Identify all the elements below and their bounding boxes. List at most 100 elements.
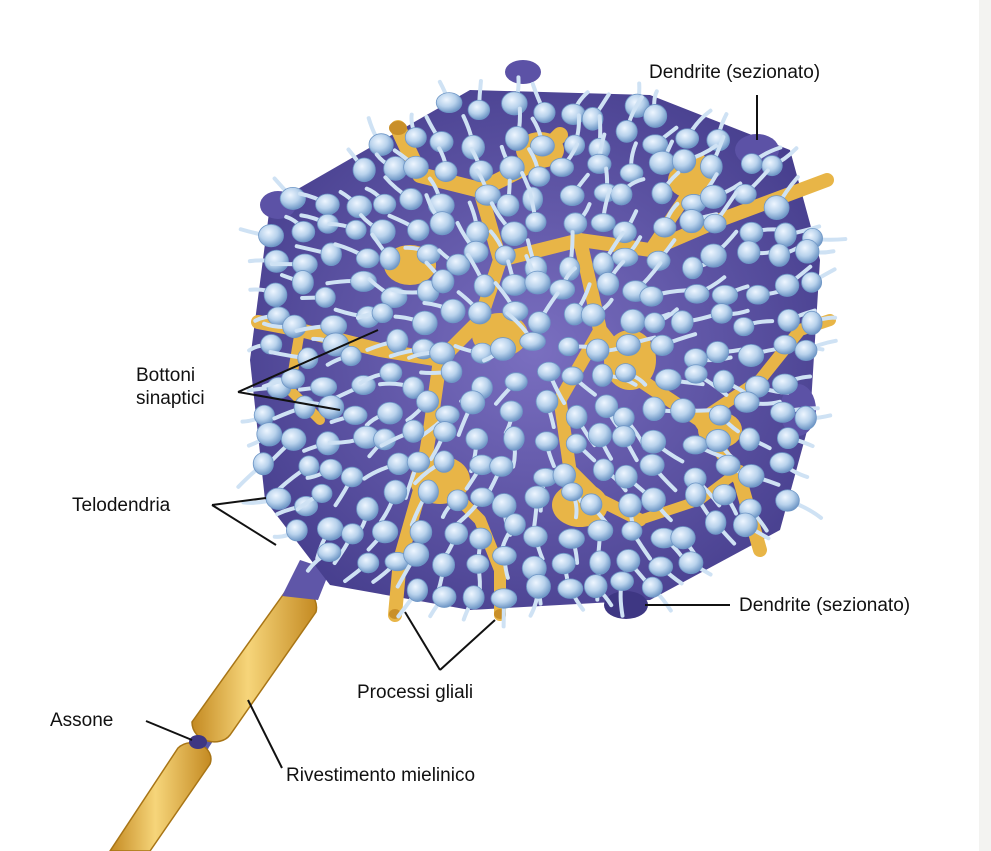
synaptic-bouton [616, 549, 641, 573]
synaptic-bouton [469, 160, 493, 183]
synaptic-bouton [501, 274, 528, 296]
synaptic-bouton [611, 425, 636, 448]
synaptic-bouton [559, 256, 581, 281]
synaptic-bouton [715, 454, 741, 476]
synaptic-bouton [501, 91, 528, 116]
synaptic-bouton [777, 309, 800, 332]
synaptic-bouton [706, 341, 729, 364]
synaptic-bouton [253, 404, 275, 426]
synaptic-bouton [616, 334, 641, 356]
synaptic-bouton [291, 270, 314, 295]
leader-telodendria-1 [211, 497, 267, 506]
synaptic-bouton [653, 217, 677, 238]
synaptic-bouton [279, 187, 306, 210]
synaptic-bouton [563, 134, 586, 156]
synaptic-bouton [533, 101, 556, 124]
leader-processi-1 [404, 611, 441, 671]
synaptic-bouton [489, 455, 514, 477]
synaptic-bouton [293, 395, 316, 419]
synaptic-bouton [379, 362, 403, 383]
synaptic-bouton [356, 496, 379, 521]
synaptic-bouton [492, 546, 517, 566]
synaptic-bouton [355, 248, 380, 269]
synaptic-bouton [491, 493, 517, 518]
synaptic-bouton [648, 556, 674, 577]
synaptic-bouton [610, 183, 633, 206]
synaptic-bouton [614, 464, 638, 489]
leader-assone [145, 720, 193, 741]
dendrite-stub-top2 [505, 60, 541, 84]
synaptic-bouton [671, 148, 697, 174]
synaptic-bouton [640, 429, 667, 454]
synaptic-bouton [615, 363, 637, 383]
synaptic-bouton [446, 489, 469, 512]
synaptic-bouton [265, 487, 292, 510]
synaptic-bouton [737, 464, 765, 488]
synaptic-bouton [682, 256, 704, 280]
synaptic-bouton [322, 332, 350, 357]
synaptic-bouton [611, 247, 639, 267]
synaptic-bouton [342, 405, 368, 425]
synaptic-bouton [311, 483, 333, 503]
synaptic-bouton [794, 405, 817, 431]
synaptic-bouton [670, 310, 694, 334]
synaptic-bouton [429, 341, 456, 365]
myelin-segment-lower [109, 742, 212, 851]
synaptic-bouton [463, 240, 489, 263]
synaptic-bouton [678, 551, 704, 575]
synaptic-bouton [466, 554, 490, 574]
synaptic-bouton [775, 489, 800, 512]
dendrite-stub-bottom [604, 591, 648, 619]
synaptic-bouton [432, 552, 456, 577]
synaptic-bouton [433, 450, 455, 473]
synaptic-bouton [387, 452, 411, 476]
leader-telodendria-2 [211, 504, 277, 546]
synaptic-bouton [286, 519, 308, 542]
synaptic-bouton [586, 338, 610, 362]
synaptic-bouton [711, 285, 739, 305]
synaptic-bouton [525, 212, 547, 233]
synaptic-bouton [526, 573, 551, 599]
synaptic-bouton [409, 520, 433, 544]
synaptic-bouton [651, 182, 673, 205]
label-processi-gliali: Processi gliali [357, 682, 474, 703]
synaptic-bouton [258, 224, 284, 248]
synaptic-bouton [580, 303, 606, 327]
synaptic-bouton [610, 571, 634, 591]
synaptic-bouton [684, 364, 708, 384]
synaptic-bouton [583, 574, 608, 599]
label-bottoni-sinaptici: Bottoni sinaptici [136, 365, 205, 409]
synaptic-bouton [280, 427, 307, 451]
synaptic-bouton [565, 404, 588, 429]
synaptic-bouton [345, 219, 367, 240]
synaptic-bouton [682, 435, 709, 455]
node-of-ranvier [189, 735, 207, 749]
synaptic-bouton [771, 373, 798, 395]
synaptic-bouton [524, 485, 550, 509]
synaptic-bouton [467, 99, 491, 121]
synaptic-bouton [646, 250, 671, 271]
myelin-segment-upper [191, 586, 318, 743]
synaptic-bouton [705, 429, 732, 453]
synaptic-bouton [684, 284, 710, 304]
synaptic-bouton [537, 361, 561, 382]
synaptic-bouton [317, 542, 342, 562]
synaptic-bouton [431, 269, 455, 294]
synaptic-bouton [499, 400, 523, 422]
synaptic-bouton [406, 578, 429, 602]
synaptic-bouton [444, 522, 469, 545]
synaptic-bouton [712, 369, 735, 393]
synaptic-bouton [733, 391, 760, 413]
synaptic-bouton [732, 512, 758, 538]
synaptic-bouton [403, 542, 430, 567]
synaptic-bouton [320, 242, 342, 267]
synaptic-bouton [580, 493, 603, 516]
axon-group [109, 560, 330, 851]
synaptic-bouton [684, 482, 707, 508]
synaptic-bouton [399, 188, 423, 211]
label-telodendria: Telodendria [72, 495, 171, 516]
synaptic-bouton [503, 426, 525, 451]
synaptic-bouton [643, 312, 666, 333]
synaptic-bouton [504, 513, 526, 536]
